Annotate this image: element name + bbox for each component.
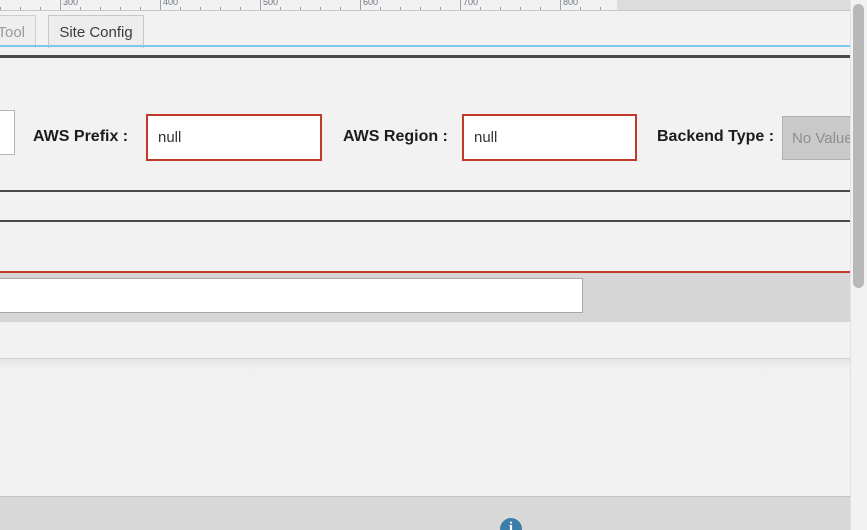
tab-bar: y Tool Site Config <box>0 11 850 48</box>
info-icon[interactable]: i <box>500 518 522 530</box>
tab-query-tool-label: y Tool <box>0 23 25 41</box>
spacer-band-2 <box>0 222 850 271</box>
tab-query-tool[interactable]: y Tool <box>0 15 36 48</box>
ruler-label-3: 600 <box>363 0 379 7</box>
content-band <box>0 322 850 358</box>
spacer-band-1 <box>0 192 850 220</box>
ruler: 300 400 500 600 700 800 <box>0 0 617 11</box>
aws-prefix-value: null <box>158 129 182 146</box>
ruler-label-1: 400 <box>163 0 179 7</box>
tab-site-config[interactable]: Site Config <box>48 15 144 48</box>
lower-content-panel <box>0 359 850 495</box>
panel-shadow <box>0 358 850 359</box>
ruler-label-0: 300 <box>63 0 79 7</box>
info-icon-glyph: i <box>508 520 514 530</box>
ruler-label-2: 500 <box>263 0 279 7</box>
ruler-inactive-region <box>617 0 850 11</box>
secondary-text-input[interactable] <box>0 278 583 313</box>
ruler-baseline <box>0 10 850 11</box>
ruler-label-4: 700 <box>463 0 479 7</box>
vertical-scrollbar[interactable] <box>850 0 867 530</box>
aws-prefix-label: AWS Prefix : <box>33 128 129 145</box>
tab-active-underline <box>0 45 850 47</box>
ruler-label-5: 800 <box>563 0 579 7</box>
backend-type-value: No Value <box>792 129 853 147</box>
divider-mid-lower <box>0 220 850 222</box>
backend-type-label: Backend Type : <box>657 128 775 145</box>
aws-region-label: AWS Region : <box>343 128 448 145</box>
divider-mid-upper <box>0 190 850 192</box>
search-band <box>0 273 850 322</box>
divider-top <box>0 55 850 58</box>
config-form-row: AWS Prefix : null AWS Region : null Back… <box>0 60 867 214</box>
aws-region-input[interactable]: null <box>462 114 637 161</box>
status-bar <box>0 496 850 530</box>
left-truncated-input[interactable] <box>0 110 15 155</box>
divider-red-accent <box>0 271 850 273</box>
tab-site-config-label: Site Config <box>59 23 133 41</box>
aws-prefix-input[interactable]: null <box>146 114 322 161</box>
aws-region-value: null <box>474 129 498 146</box>
vertical-scroll-thumb[interactable] <box>853 4 864 288</box>
